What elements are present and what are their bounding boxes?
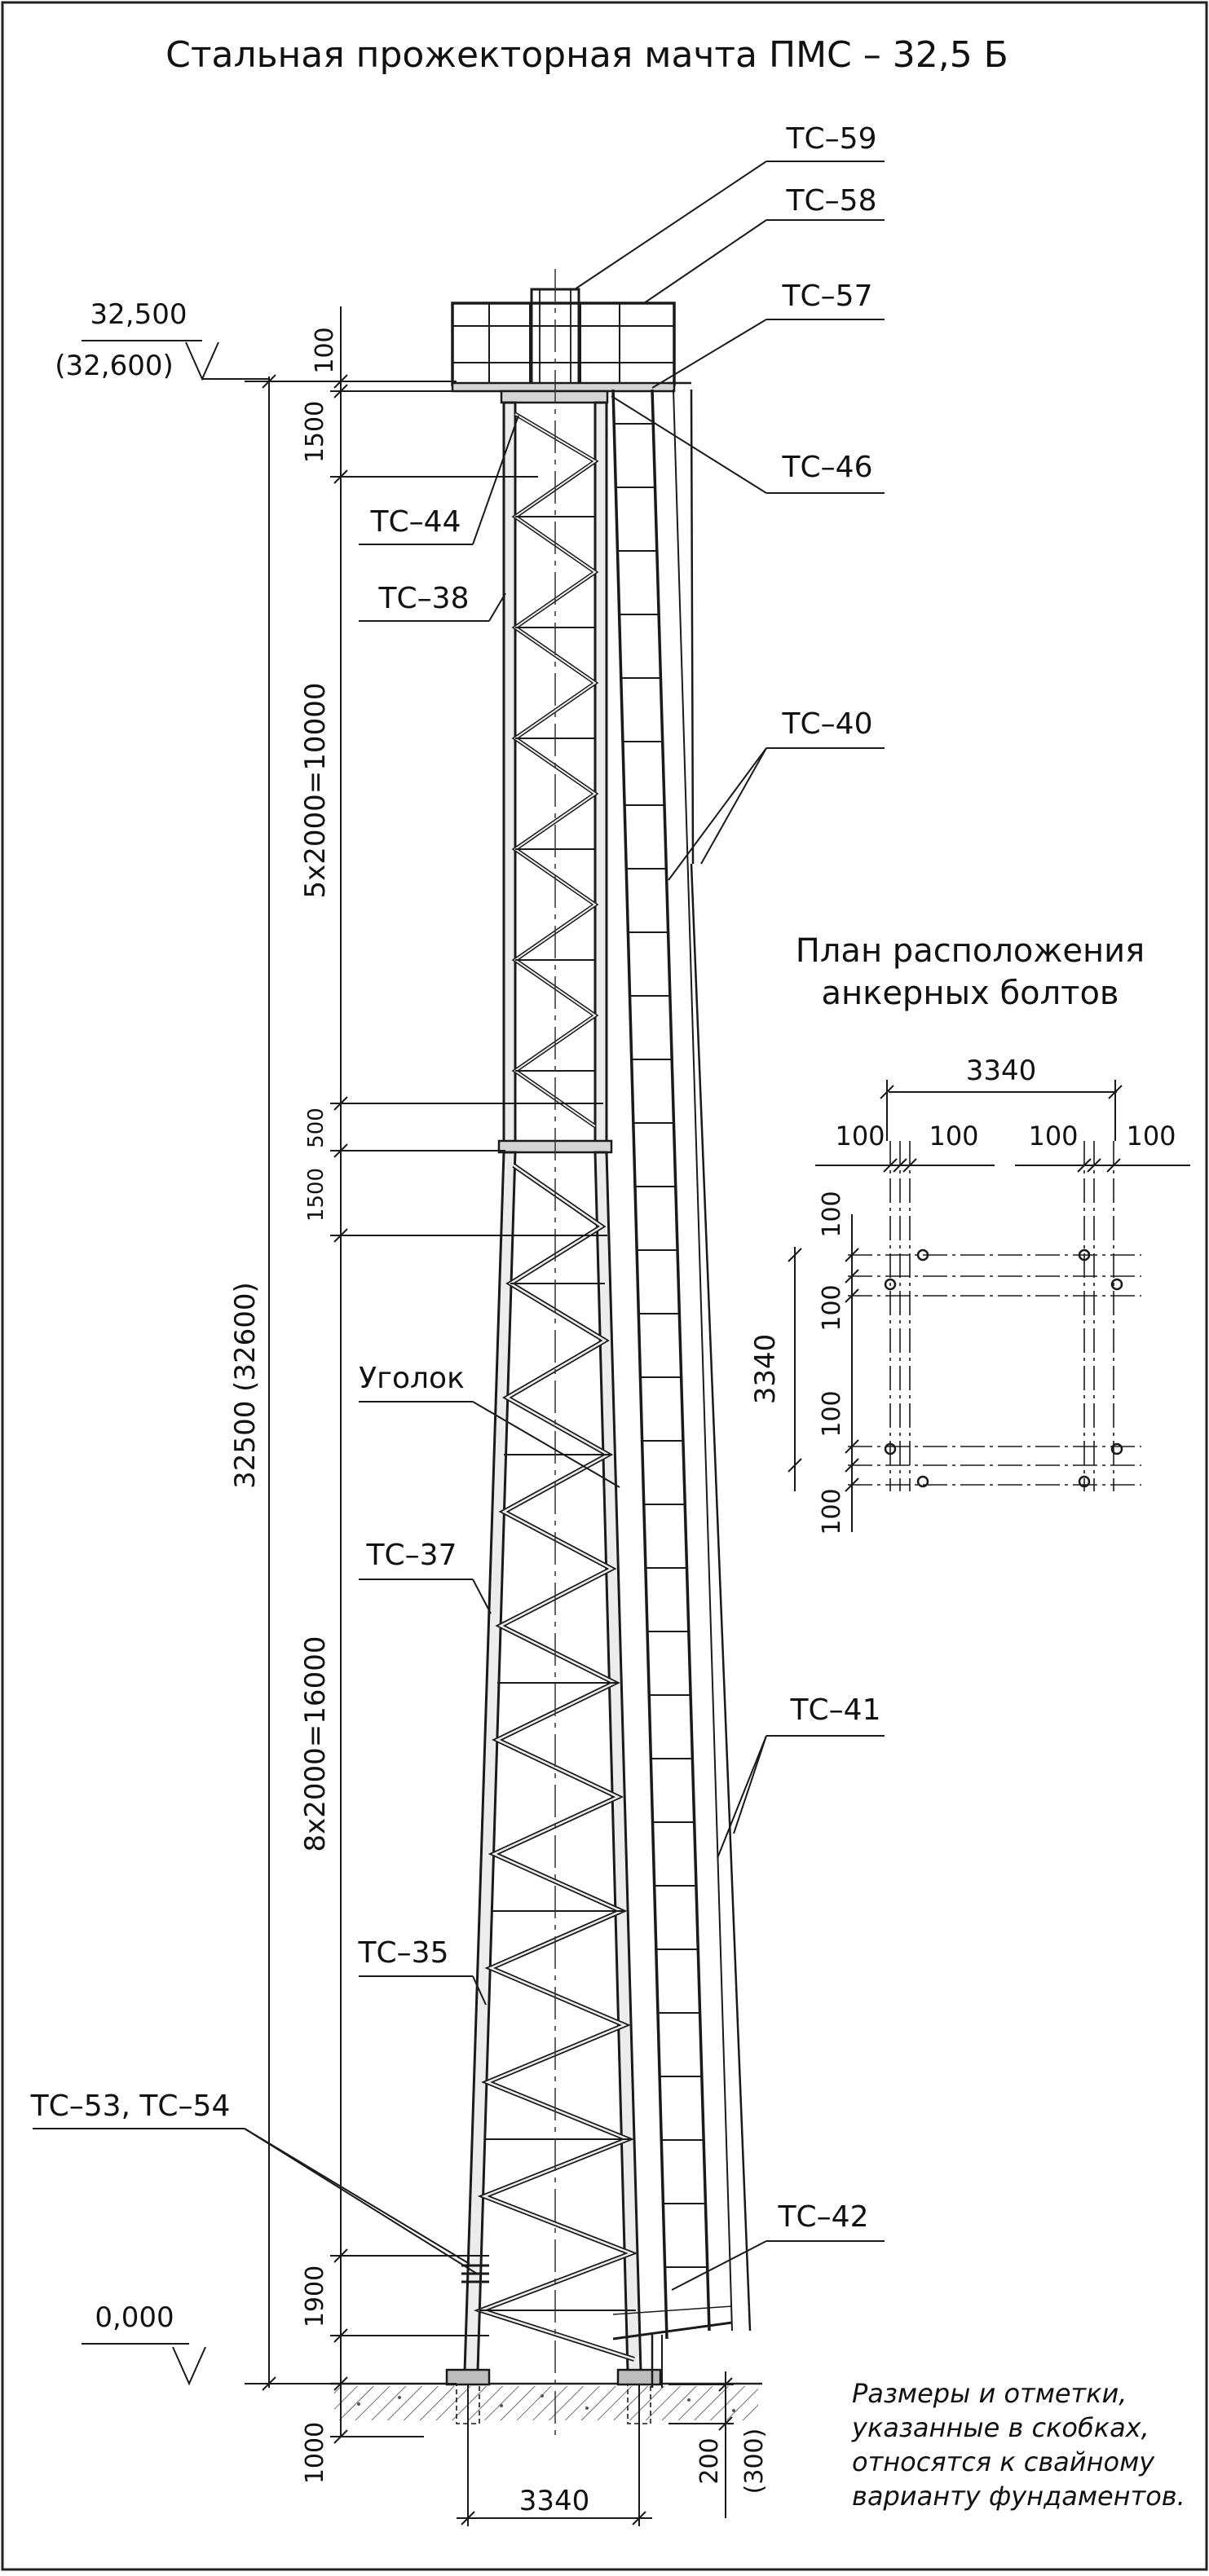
dim-8x2000: 8х2000=16000 <box>299 1636 332 1852</box>
tower <box>445 288 676 2438</box>
ladder-rungs <box>614 423 708 2268</box>
base-plate-left <box>445 2368 491 2386</box>
note-line-3: относятся к свайному <box>852 2446 1155 2477</box>
dim-500: 500 <box>304 1107 329 1148</box>
callout-tc35: ТС–35 <box>358 1936 449 1970</box>
dim-1500-top: 1500 <box>301 401 329 463</box>
dimension-lines <box>245 306 607 2444</box>
dim-total-height: 32500 (32600) <box>229 1282 262 1489</box>
callout-tc42: ТС–42 <box>778 2200 869 2234</box>
level-mark-top <box>82 340 269 381</box>
plan-top-dim-2: 100 <box>929 1121 978 1151</box>
callout-tc40: ТС–40 <box>782 707 873 741</box>
level-ground: 0,000 <box>95 2301 174 2334</box>
dim-200: 200 <box>695 2437 724 2484</box>
callout-tc53-54: ТС–53, ТС–54 <box>30 2089 231 2123</box>
dim-1900: 1900 <box>301 2266 329 2327</box>
dim-5x2000: 5х2000=10000 <box>299 683 332 899</box>
page-title: Стальная прожекторная мачта ПМС – 32,5 Б <box>165 34 1008 76</box>
callout-tc37: ТС–37 <box>366 1539 457 1572</box>
note-line-2: указанные в скобках, <box>851 2412 1149 2443</box>
plan-height: 3340 <box>749 1334 782 1405</box>
ground <box>330 2382 762 2420</box>
base-width-dim <box>457 2371 734 2526</box>
level-top-alt: (32,600) <box>55 350 174 382</box>
projector-platform <box>451 302 676 386</box>
callout-tc46: ТС–46 <box>782 451 873 484</box>
plan-left-dim-3: 100 <box>818 1390 846 1437</box>
dim-300: (300) <box>740 2428 769 2495</box>
note-line-4: варианту фундаментов. <box>852 2481 1185 2512</box>
plan-width: 3340 <box>966 1055 1037 1087</box>
callout-ugolok: Уголок <box>359 1362 465 1395</box>
anchor-bolt-plan <box>788 1080 1190 1532</box>
plan-top-dim-1: 100 <box>835 1121 885 1151</box>
dim-1000: 1000 <box>301 2422 329 2484</box>
callout-tc59: ТС–59 <box>786 122 877 156</box>
dim-1500-mid: 1500 <box>304 1168 329 1222</box>
plan-left-dim-2: 100 <box>818 1284 846 1331</box>
ladder <box>611 381 752 2388</box>
callout-tc44: ТС–44 <box>370 505 461 539</box>
dim-100-top: 100 <box>311 327 339 373</box>
leader-lines <box>33 161 885 2291</box>
base-width: 3340 <box>519 2485 590 2517</box>
note-line-1: Размеры и отметки, <box>852 2378 1127 2409</box>
callout-tc57: ТС–57 <box>782 280 873 313</box>
plan-left-dim-1: 100 <box>818 1191 846 1237</box>
base-plate-right <box>616 2368 662 2386</box>
level-top: 32,500 <box>90 298 188 331</box>
callout-tc41: ТС–41 <box>790 1693 881 1727</box>
plan-top-dim-4: 100 <box>1126 1121 1176 1151</box>
plan-top-dim-3: 100 <box>1028 1121 1078 1151</box>
callout-tc58: ТС–58 <box>786 184 877 218</box>
plan-title-line1: План расположения <box>796 932 1145 970</box>
plan-left-dim-4: 100 <box>818 1488 846 1535</box>
level-mark-ground <box>82 2343 206 2386</box>
plan-title-line2: анкерных болтов <box>822 975 1119 1012</box>
callout-tc38: ТС–38 <box>378 582 470 615</box>
